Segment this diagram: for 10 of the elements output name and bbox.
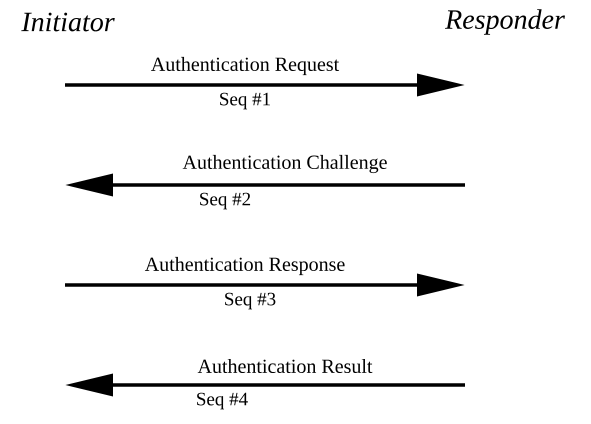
sequence-label: Seq #1 <box>220 92 270 110</box>
message-label: Authentication Challenge <box>182 154 387 174</box>
role-label: Responder <box>444 9 565 35</box>
sequence-label: Seq #2 <box>200 192 250 210</box>
role-label: Initiator <box>21 12 115 32</box>
message-label: Authentication Response <box>144 256 345 276</box>
sequence-label: Seq #4 <box>197 392 248 410</box>
message-label: Authentication Request <box>151 56 340 76</box>
message-label: Authentication Result <box>198 358 372 374</box>
sequence-label: Seq #3 <box>225 292 276 310</box>
